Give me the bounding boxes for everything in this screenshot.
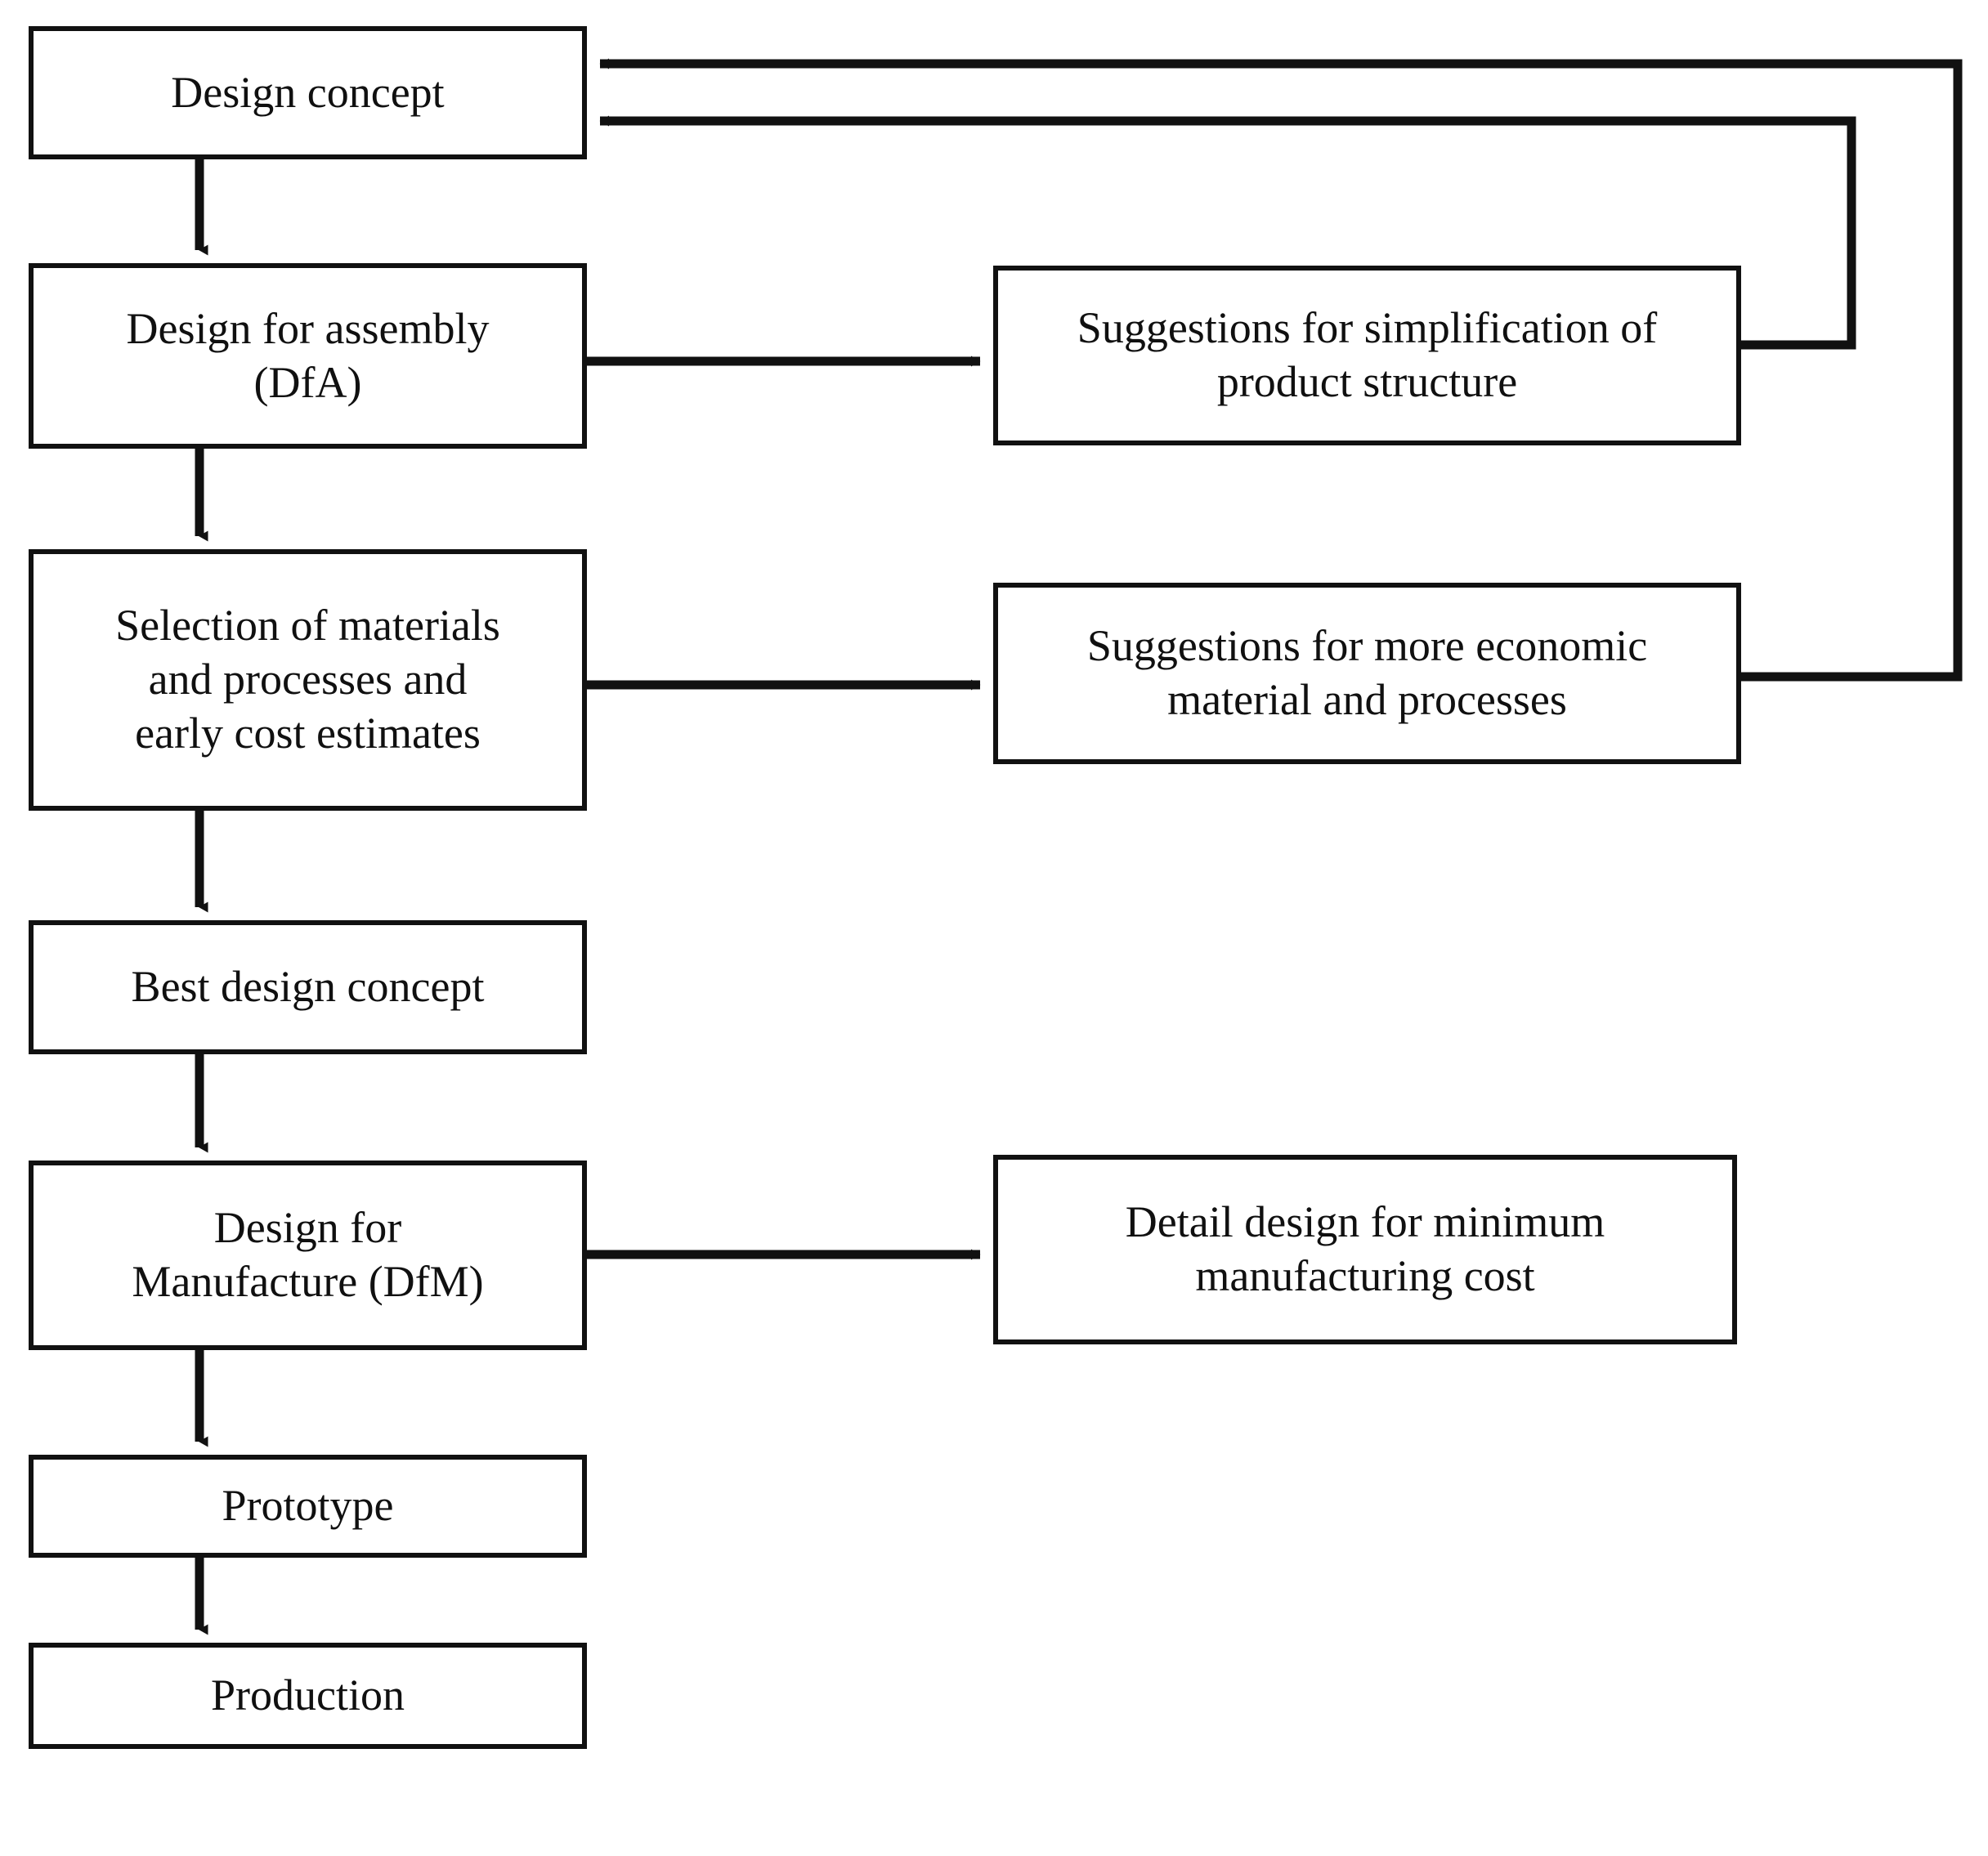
node-prototype[interactable]: Prototype (29, 1455, 587, 1558)
node-best-design-concept-label: Best design concept (131, 962, 485, 1012)
node-suggestions-economic[interactable]: Suggestions for more economic material a… (993, 583, 1741, 764)
node-design-concept[interactable]: Design concept (29, 26, 587, 159)
node-production[interactable]: Production (29, 1643, 587, 1749)
node-selection-materials-processes-label: Selection of materials and processes and… (115, 601, 500, 758)
node-production-label: Production (211, 1670, 405, 1720)
node-suggestions-simplification[interactable]: Suggestions for simplification of produc… (993, 266, 1741, 445)
node-detail-design-minimum-cost[interactable]: Detail design for minimum manufacturing … (993, 1155, 1737, 1344)
connector-simplification-feedback-to-concept (599, 115, 1856, 350)
node-design-for-assembly-label: Design for assembly (DfA) (126, 303, 490, 407)
node-design-for-assembly[interactable]: Design for assembly (DfA) (29, 263, 587, 449)
node-selection-materials-processes[interactable]: Selection of materials and processes and… (29, 549, 587, 811)
node-design-for-manufacture-label: Design for Manufacture (DfM) (132, 1203, 484, 1306)
node-prototype-label: Prototype (222, 1481, 394, 1531)
connector-economic-feedback-to-concept (599, 58, 1963, 682)
node-suggestions-simplification-label: Suggestions for simplification of produc… (1077, 303, 1658, 406)
node-best-design-concept[interactable]: Best design concept (29, 920, 587, 1054)
node-design-concept-label: Design concept (171, 67, 445, 117)
node-detail-design-minimum-cost-label: Detail design for minimum manufacturing … (1125, 1197, 1605, 1300)
node-suggestions-economic-label: Suggestions for more economic material a… (1086, 621, 1648, 724)
node-design-for-manufacture[interactable]: Design for Manufacture (DfM) (29, 1161, 587, 1350)
